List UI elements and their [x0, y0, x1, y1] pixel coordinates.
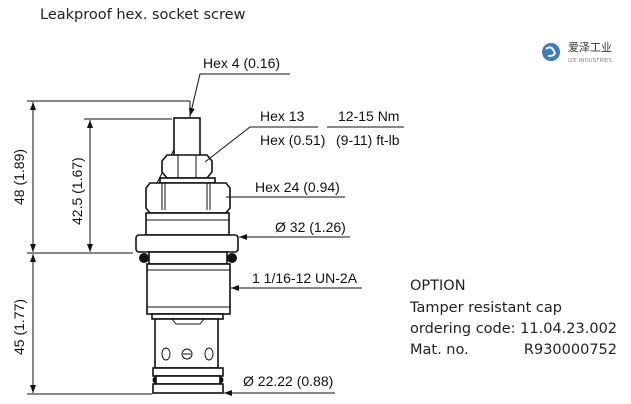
option-ordering-code: ordering code: 11.04.23.002: [410, 321, 617, 337]
label-hex24: Hex 24 (0.94): [255, 179, 340, 195]
logo-sub: IZE INDUSTRIES: [568, 58, 612, 64]
label-torque-nm: 12-15 Nm: [338, 108, 399, 124]
logo-icon: [542, 43, 560, 61]
dim-42-5: 42.5 (1.67): [69, 157, 85, 225]
label-torque-ftlb: (9-11) ft-lb: [336, 132, 400, 148]
option-mat-value: R930000752: [524, 342, 617, 358]
label-hex13-in: Hex (0.51): [260, 132, 325, 148]
logo: 爱泽工业 IZE INDUSTRIES: [542, 41, 612, 64]
screw-body: [135, 117, 239, 394]
option-heading: OPTION: [410, 278, 466, 294]
label-hex4: Hex 4 (0.16): [203, 55, 280, 71]
dim-45: 45 (1.77): [11, 299, 27, 355]
callouts: Hex 4 (0.16) Hex 13 Hex (0.51) 12-15 Nm …: [188, 55, 404, 396]
option-block: OPTION Tamper resistant cap ordering cod…: [409, 278, 617, 358]
dim-48: 48 (1.89): [11, 149, 27, 205]
logo-name: 爱泽工业: [568, 41, 612, 54]
option-description: Tamper resistant cap: [409, 300, 562, 316]
page-title: Leakproof hex. socket screw: [40, 7, 246, 23]
option-mat-label: Mat. no.: [410, 342, 469, 358]
label-hex13: Hex 13: [260, 108, 305, 124]
label-thread: 1 1/16-12 UN-2A: [252, 270, 358, 286]
label-dia22: Ø 22.22 (0.88): [243, 373, 333, 389]
vertical-dimensions: 48 (1.89) 42.5 (1.67) 45 (1.77): [11, 102, 93, 393]
label-dia32: Ø 32 (1.26): [275, 219, 346, 235]
